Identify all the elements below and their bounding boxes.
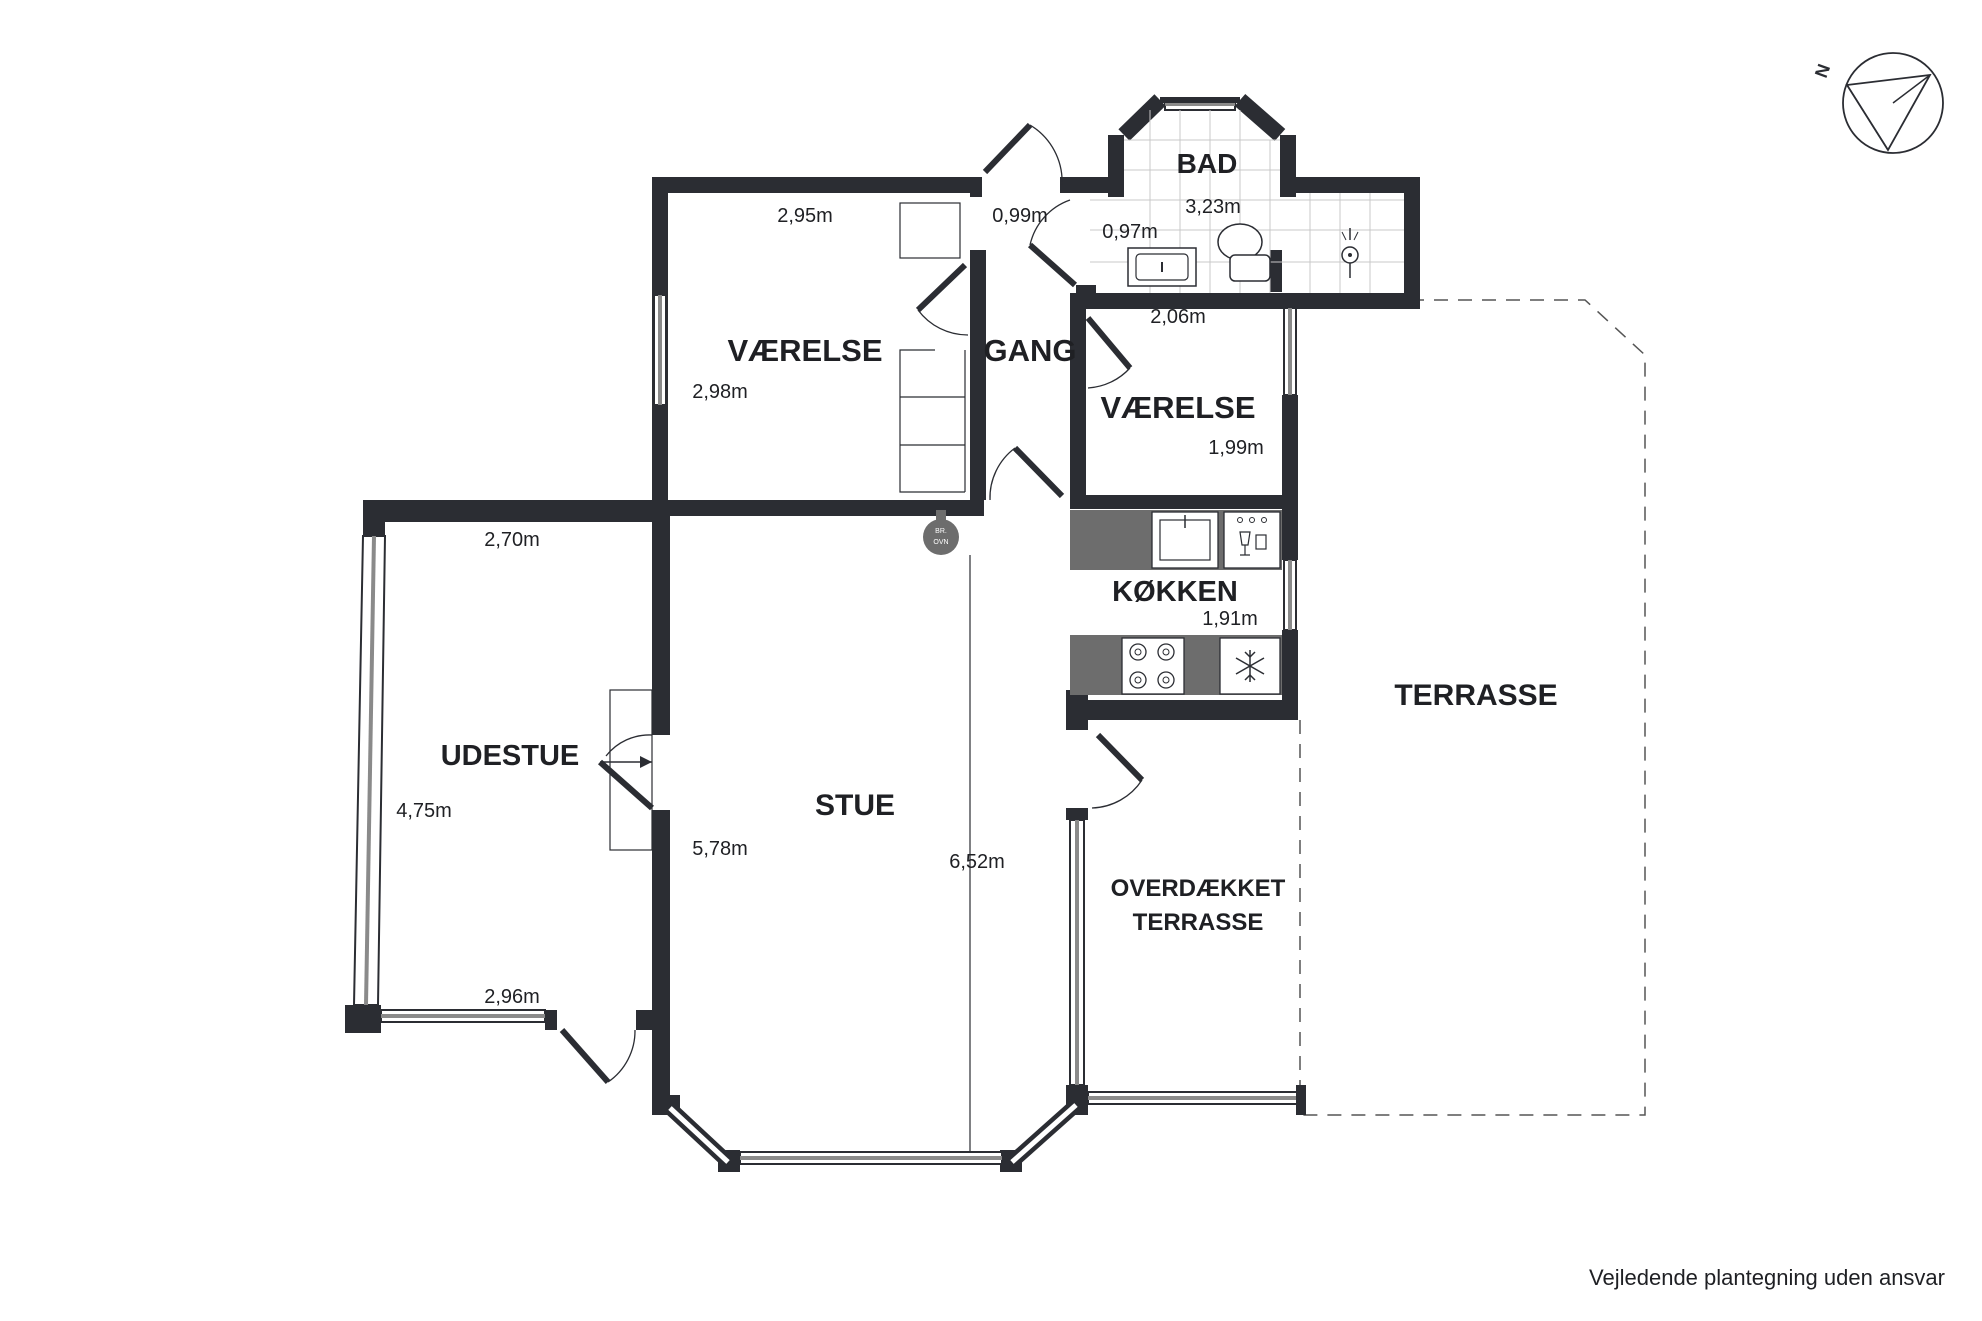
bathroom-tiles [1090, 110, 1404, 293]
stove-label-br: BR. [935, 528, 947, 535]
room-label-overdaekket-terrasse: TERRASSE [1133, 909, 1264, 936]
room-label-udestue: UDESTUE [441, 740, 580, 772]
walls [345, 135, 1420, 1172]
dim-bad-width: 3,23m [1185, 196, 1241, 218]
dim-vaerelse-2-width: 2,06m [1150, 306, 1206, 328]
dim-stue-depth: 6,52m [949, 851, 1005, 873]
room-label-koekken: KØKKEN [1112, 576, 1238, 608]
living-door[interactable] [1012, 445, 1065, 499]
dim-udestue-width-top: 2,70m [484, 529, 540, 551]
dim-bad-depth: 0,97m [1102, 221, 1158, 243]
bay-diagonals [665, 93, 1286, 1168]
windows [352, 97, 1306, 1165]
kitchen-top-counter [1070, 510, 1282, 570]
bathroom-door[interactable] [1028, 242, 1077, 288]
room-label-bad: BAD [1177, 148, 1238, 179]
snowflake-icon [1235, 650, 1265, 682]
compass-icon: N [1811, 52, 1944, 154]
shower-icon [1341, 228, 1359, 278]
room-label-vaerelse-1: VÆRELSE [727, 333, 882, 368]
dimension-labels: 2,95m 0,99m 3,23m 0,97m 2,98m 2,06m 1,99… [396, 196, 1264, 1008]
dim-udestue-depth: 4,75m [396, 800, 452, 822]
room-labels: VÆRELSE GANG BAD VÆRELSE KØKKEN UDESTUE … [441, 148, 1558, 936]
terrace-outline [1290, 299, 1646, 1116]
disclaimer-text: Vejledende plantegning uden ansvar [1589, 1265, 1945, 1290]
closet [899, 202, 966, 493]
kitchen-bottom-counter [1070, 635, 1282, 695]
sunroom-exterior-door[interactable] [559, 1028, 611, 1084]
dim-vaerelse-1-width: 2,95m [777, 205, 833, 227]
dim-gang-width: 0,99m [992, 205, 1048, 227]
doors [559, 122, 1145, 1084]
wood-stove-icon: BR. OVN [923, 510, 959, 555]
dim-stue-width: 5,78m [692, 838, 748, 860]
dim-koekken-depth: 1,91m [1202, 608, 1258, 630]
toilet-icon [1217, 223, 1271, 282]
bedroom-1-door[interactable] [915, 262, 968, 313]
terrace-door[interactable] [1095, 732, 1145, 783]
dim-vaerelse-2-depth: 1,99m [1208, 437, 1264, 459]
room-label-vaerelse-2: VÆRELSE [1100, 390, 1255, 425]
room-label-terrasse: TERRASSE [1394, 679, 1557, 712]
dim-udestue-width-bottom: 2,96m [484, 986, 540, 1008]
entrance-door[interactable] [982, 122, 1033, 175]
bedroom-2-door[interactable] [1085, 316, 1133, 370]
room-label-overdaekket: OVERDÆKKET [1111, 875, 1286, 902]
dim-vaerelse-1-depth: 2,98m [692, 381, 748, 403]
compass-north-label: N [1811, 61, 1834, 80]
sunroom-door[interactable] [598, 759, 654, 811]
stove-label-ovn: OVN [933, 539, 948, 546]
room-label-stue: STUE [815, 789, 895, 822]
room-label-gang: GANG [984, 333, 1077, 368]
sink-icon [1127, 247, 1197, 287]
